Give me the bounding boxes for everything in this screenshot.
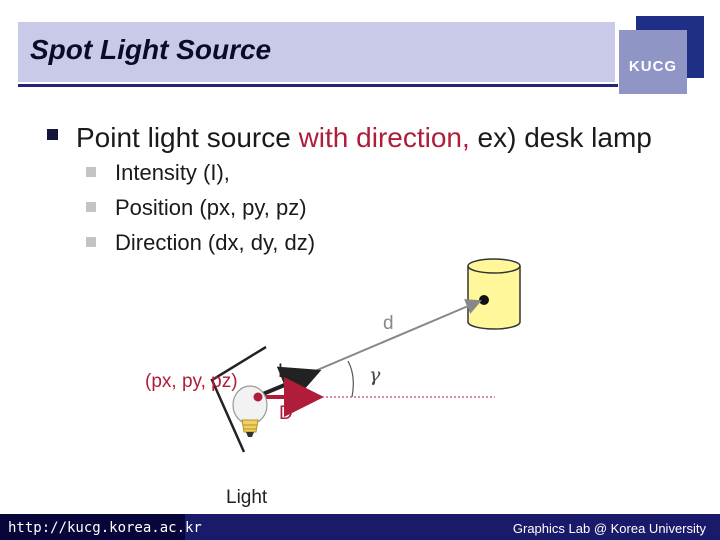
label-D: D: [279, 403, 293, 424]
light-bulb-icon: [233, 386, 267, 437]
footer-credit: Graphics Lab @ Korea University: [513, 521, 706, 536]
cylinder-object: [468, 259, 520, 329]
label-L: L: [278, 361, 289, 382]
label-position: (px, py, pz): [145, 371, 238, 392]
footer-url[interactable]: http://kucg.korea.ac.kr: [8, 520, 202, 536]
target-point: [479, 295, 489, 305]
label-light: Light: [226, 487, 268, 508]
label-gamma: γ: [369, 364, 381, 386]
angle-arc: [348, 361, 353, 397]
label-d: d: [383, 313, 394, 334]
light-position-point: [254, 393, 263, 402]
